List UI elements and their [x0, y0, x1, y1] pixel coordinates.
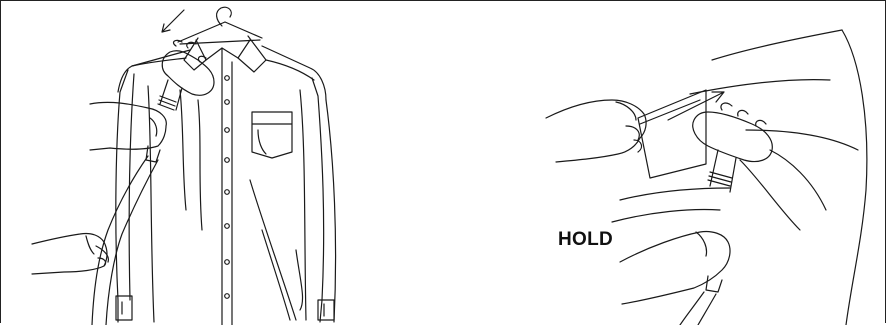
shirt-placket [222, 58, 232, 325]
steamer-head-right [693, 112, 773, 162]
shirt-buttons [225, 76, 230, 299]
shirt-on-hanger [116, 7, 336, 325]
steamer-left [90, 40, 214, 325]
steamer-right [620, 103, 772, 325]
shirt-left-sleeve [116, 70, 134, 322]
hand-holding-steamer-right [620, 231, 730, 304]
direction-arrow-left [162, 10, 184, 32]
steamer-head-left [162, 51, 214, 96]
shirt-right-sleeve [312, 78, 336, 322]
hand-holding-steamer-left [90, 102, 166, 150]
hold-label: HOLD [558, 229, 613, 251]
steamer-card [638, 90, 724, 178]
hand-pulling-hem-left [32, 233, 108, 274]
hand-holding-card-right [546, 100, 646, 162]
direction-arrow-up [668, 92, 724, 120]
